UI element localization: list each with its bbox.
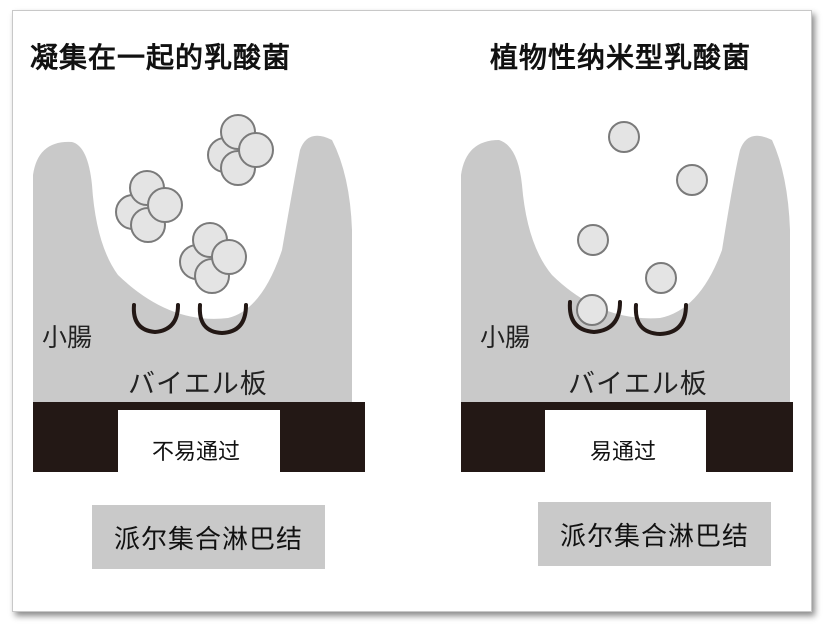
right-pocket-1 <box>567 300 622 335</box>
left-intestinal-tissue <box>33 135 352 402</box>
bacterium <box>577 224 609 256</box>
left-node-box: 派尔集合淋巴结 <box>92 505 325 569</box>
right-passage-label: 易通过 <box>590 440 657 465</box>
left-pocket-1 <box>131 303 180 335</box>
left-plate-label: バイエル板 <box>128 369 268 400</box>
right-organ-label: 小腸 <box>480 323 531 352</box>
left-pocket-2 <box>197 303 248 336</box>
right-pocket-2 <box>633 303 688 337</box>
left-panel-title: 凝集在一起的乳酸菌 <box>30 41 292 74</box>
right-plate-label: バイエル板 <box>568 369 708 400</box>
right-panel-graphic <box>461 121 793 472</box>
left-barrier-band <box>33 402 365 472</box>
right-node-label: 派尔集合淋巴结 <box>559 521 749 552</box>
left-aggregated-cluster-3 <box>179 222 247 294</box>
bacterium <box>645 262 677 294</box>
left-organ-label: 小腸 <box>42 323 93 352</box>
right-node-box: 派尔集合淋巴结 <box>538 502 771 566</box>
bacterium <box>676 164 708 196</box>
right-dispersed-bacteria <box>576 121 708 326</box>
left-aggregated-cluster-1 <box>207 114 274 186</box>
right-barrier-band <box>461 402 793 472</box>
bacterium <box>576 294 608 326</box>
right-intestinal-tissue <box>461 135 790 402</box>
right-panel-title: 植物性纳米型乳酸菌 <box>490 41 752 74</box>
left-passage-label: 不易通过 <box>152 440 241 465</box>
bacterium <box>608 121 640 153</box>
left-aggregated-cluster-2 <box>115 170 183 243</box>
left-node-label: 派尔集合淋巴结 <box>113 524 303 555</box>
left-panel-graphic <box>33 114 365 472</box>
